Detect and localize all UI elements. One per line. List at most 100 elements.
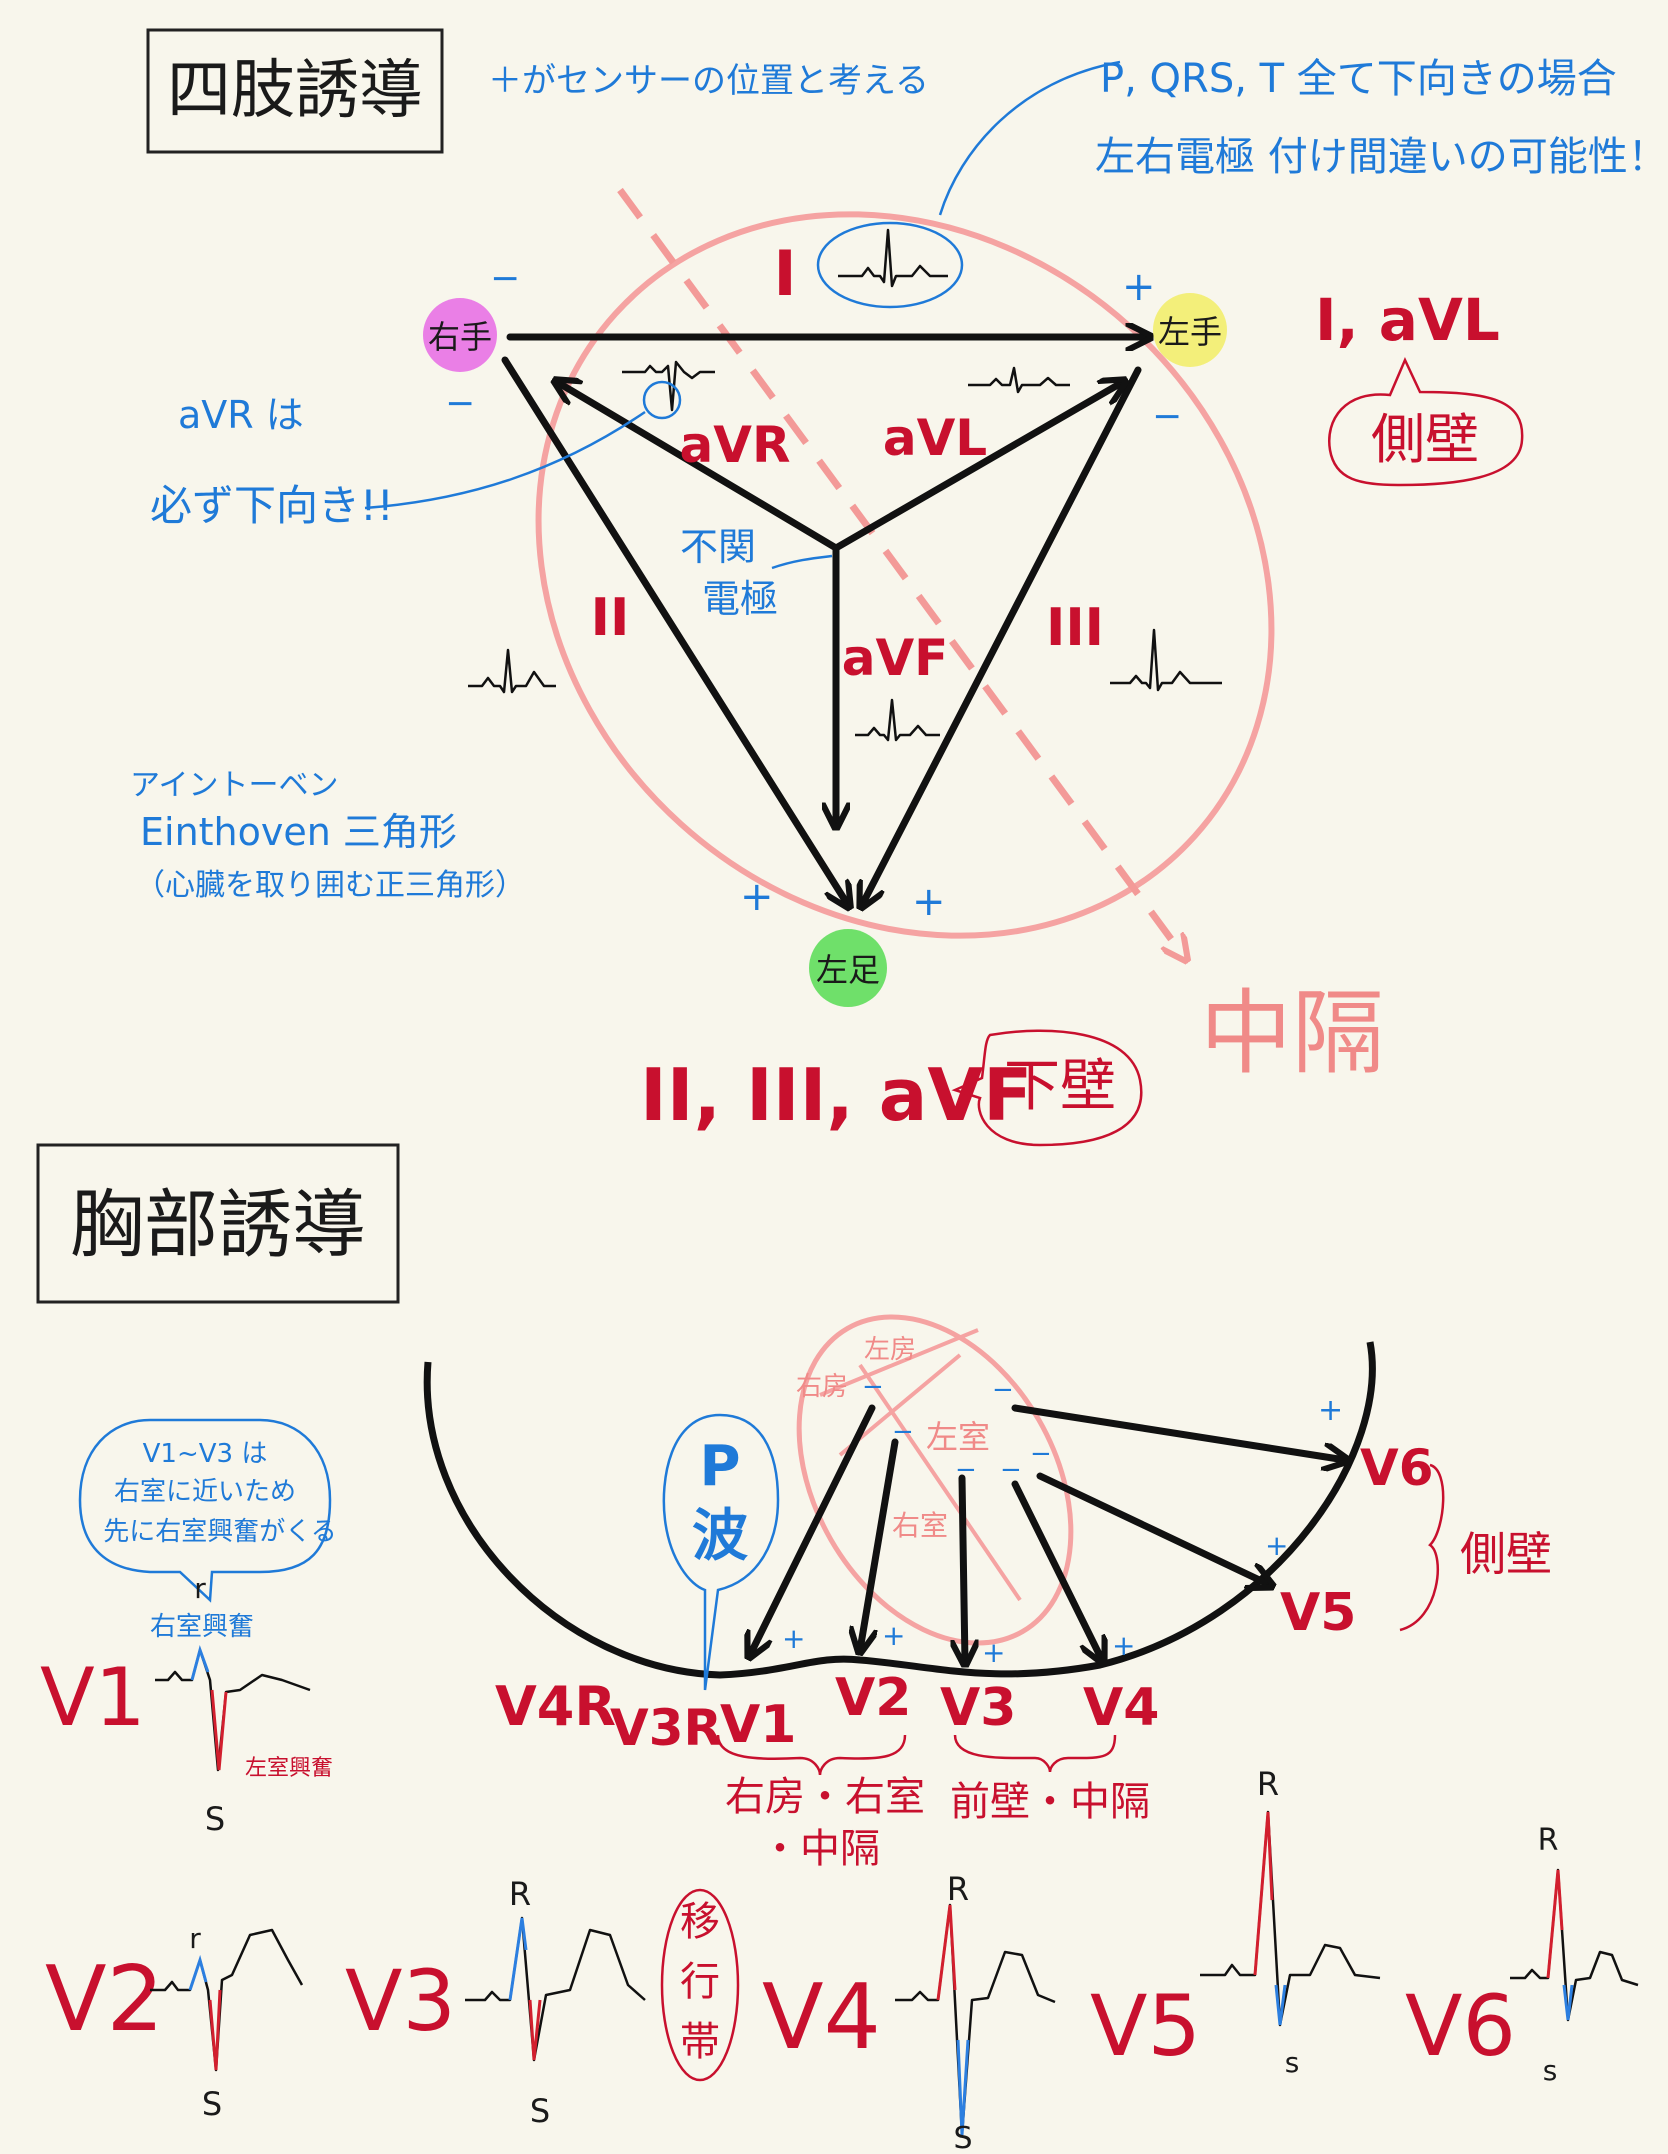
V2-r-label: r <box>189 1922 201 1955</box>
chest-minus-3: − <box>955 1455 977 1485</box>
V1-rv-trace <box>190 1645 210 1681</box>
V6-detail-waveform <box>1510 1868 1639 2022</box>
plus-left-arm: + <box>1122 264 1156 310</box>
limb-title-box <box>146 28 444 154</box>
left-foot-electrode <box>809 929 887 1007</box>
plus-foot-left: + <box>740 874 774 920</box>
chest-title: 胸部誘導 <box>70 1182 366 1268</box>
lead-I-bubble <box>816 221 964 309</box>
V4-plus-sign: + <box>1112 1629 1135 1662</box>
chest-lateral-wall-label: 側壁 <box>1460 1527 1552 1581</box>
aVR-note-line1: aVR は <box>178 393 304 437</box>
V4-S-label: S <box>953 2121 972 2154</box>
indifferent-electrode-label-2: 電極 <box>702 577 778 621</box>
V2-arrow <box>860 1438 899 1650</box>
aVR-waveform <box>622 360 715 412</box>
V4-R-label: R <box>947 1870 969 1908</box>
septum-label: 中隔 <box>1200 980 1384 1087</box>
lateral-wall-label: 側壁 <box>1371 408 1479 471</box>
aVR-highlight-circle <box>642 380 682 420</box>
heart-interventricular-septum <box>858 1363 1022 1602</box>
reverse-note-line1: P, QRS, T 全て下向きの場合 <box>1100 56 1617 102</box>
einthoven-subtitle: （心臓を取り囲む正三角形） <box>135 868 525 903</box>
minus-left-arm: − <box>1152 396 1182 437</box>
group2-label: 前壁・中隔 <box>950 1779 1150 1825</box>
V1-r-label: r <box>194 1572 206 1605</box>
V3-S-label: S <box>530 2092 550 2130</box>
group1-label-2: ・中隔 <box>760 1826 880 1872</box>
V2-plus-sign: + <box>882 1619 905 1652</box>
group1-bracket <box>716 1734 907 1776</box>
lead-III-label: III <box>1046 598 1104 658</box>
V2-red-trace <box>208 1989 222 2071</box>
aVL-waveform <box>968 366 1070 394</box>
V1-label: V1 <box>720 1695 796 1755</box>
V6-blue-trace <box>1562 1984 1574 2021</box>
heart-av-septum <box>819 1328 979 1397</box>
group2-bracket <box>953 1734 1117 1773</box>
V2-detail-label: V2 <box>45 1947 164 2052</box>
transition-zone-1: 移 <box>680 1899 720 1945</box>
V2-S-label: S <box>202 2085 222 2123</box>
minus-right-arm-bottom: − <box>445 383 475 424</box>
V4-label: V4 <box>1083 1678 1159 1738</box>
p-wave-label-1: P <box>699 1434 740 1499</box>
chest-minus-5: − <box>1030 1439 1052 1469</box>
right-arm-electrode <box>423 298 497 372</box>
lead-aVF-label: aVF <box>842 629 949 687</box>
V1-S-label: S <box>205 1800 225 1838</box>
V5-red-trace <box>1253 1811 1274 1976</box>
lead-II-arrow <box>501 356 848 905</box>
right-atrium-label: 右房 <box>796 1372 848 1402</box>
lateral-limb-leads: I, aVL <box>1315 286 1500 354</box>
V6-s-label: s <box>1543 2054 1558 2087</box>
V1-lv-excite-label: 左室興奮 <box>245 1756 333 1781</box>
V6-label: V6 <box>1360 1439 1434 1497</box>
V3-label: V3 <box>940 1678 1016 1738</box>
V5-detail-waveform <box>1200 1810 1381 2027</box>
plus-foot-right: + <box>912 879 946 925</box>
p-wave-bubble <box>662 1413 780 1691</box>
minus-right-arm-top: − <box>490 258 520 299</box>
left-arm-electrode <box>1153 293 1227 367</box>
chest-minus-6: − <box>992 1375 1014 1405</box>
plus-sensor-note: ＋がセンサーの位置と考える <box>488 61 929 101</box>
right-ventricle-label: 右室 <box>892 1509 948 1542</box>
p-wave-label-2: 波 <box>692 1504 748 1569</box>
einthoven-title: Einthoven 三角形 <box>140 810 457 854</box>
right-arm-label: 右手 <box>428 318 492 356</box>
V3-red-trace <box>528 1999 542 2061</box>
transition-zone-3: 帯 <box>680 2019 720 2065</box>
V1-detail-label: V1 <box>40 1651 146 1744</box>
chest-minus-1: − <box>862 1372 884 1402</box>
left-ventricle-label: 左室 <box>926 1418 990 1456</box>
V1-lv-trace <box>210 1689 228 1771</box>
transition-zone-bubble <box>660 1888 740 2082</box>
lead-I-label: I <box>773 237 796 310</box>
inferior-wall-bubble <box>951 1029 1143 1147</box>
indifferent-electrode-label-1: 不関 <box>680 525 756 569</box>
chest-minus-4: − <box>1000 1455 1022 1485</box>
V5-arrow <box>1036 1472 1270 1585</box>
V1-rv-excite-label: 右室興奮 <box>150 1612 254 1642</box>
V3-R-label: R <box>509 1875 531 1913</box>
v1v3-note-line3: 先に右室興奮がくる <box>103 1517 336 1547</box>
V5-label: V5 <box>1280 1583 1356 1643</box>
chest-lateral-bracket <box>1399 1463 1445 1632</box>
V3-arrow <box>962 1474 965 1662</box>
V6-R-label: R <box>1538 1823 1559 1858</box>
lead-I-waveform <box>838 228 948 288</box>
V6-arrow <box>1011 1404 1345 1460</box>
V4-arrow <box>1011 1480 1102 1660</box>
einthoven-kana: アイントーベン <box>130 768 339 803</box>
chest-wall-curve <box>423 1341 1376 1679</box>
lead-II-waveform <box>468 648 556 694</box>
V5-R-label: R <box>1257 1765 1279 1803</box>
indifferent-leader <box>771 554 833 570</box>
V6-plus-sign: + <box>1318 1393 1343 1428</box>
v1v3-note-bubble <box>78 1418 332 1603</box>
v1v3-note-line1: V1~V3 は <box>143 1439 268 1469</box>
V5-s-label: s <box>1285 2046 1300 2079</box>
lead-III-arrow <box>862 366 1142 905</box>
